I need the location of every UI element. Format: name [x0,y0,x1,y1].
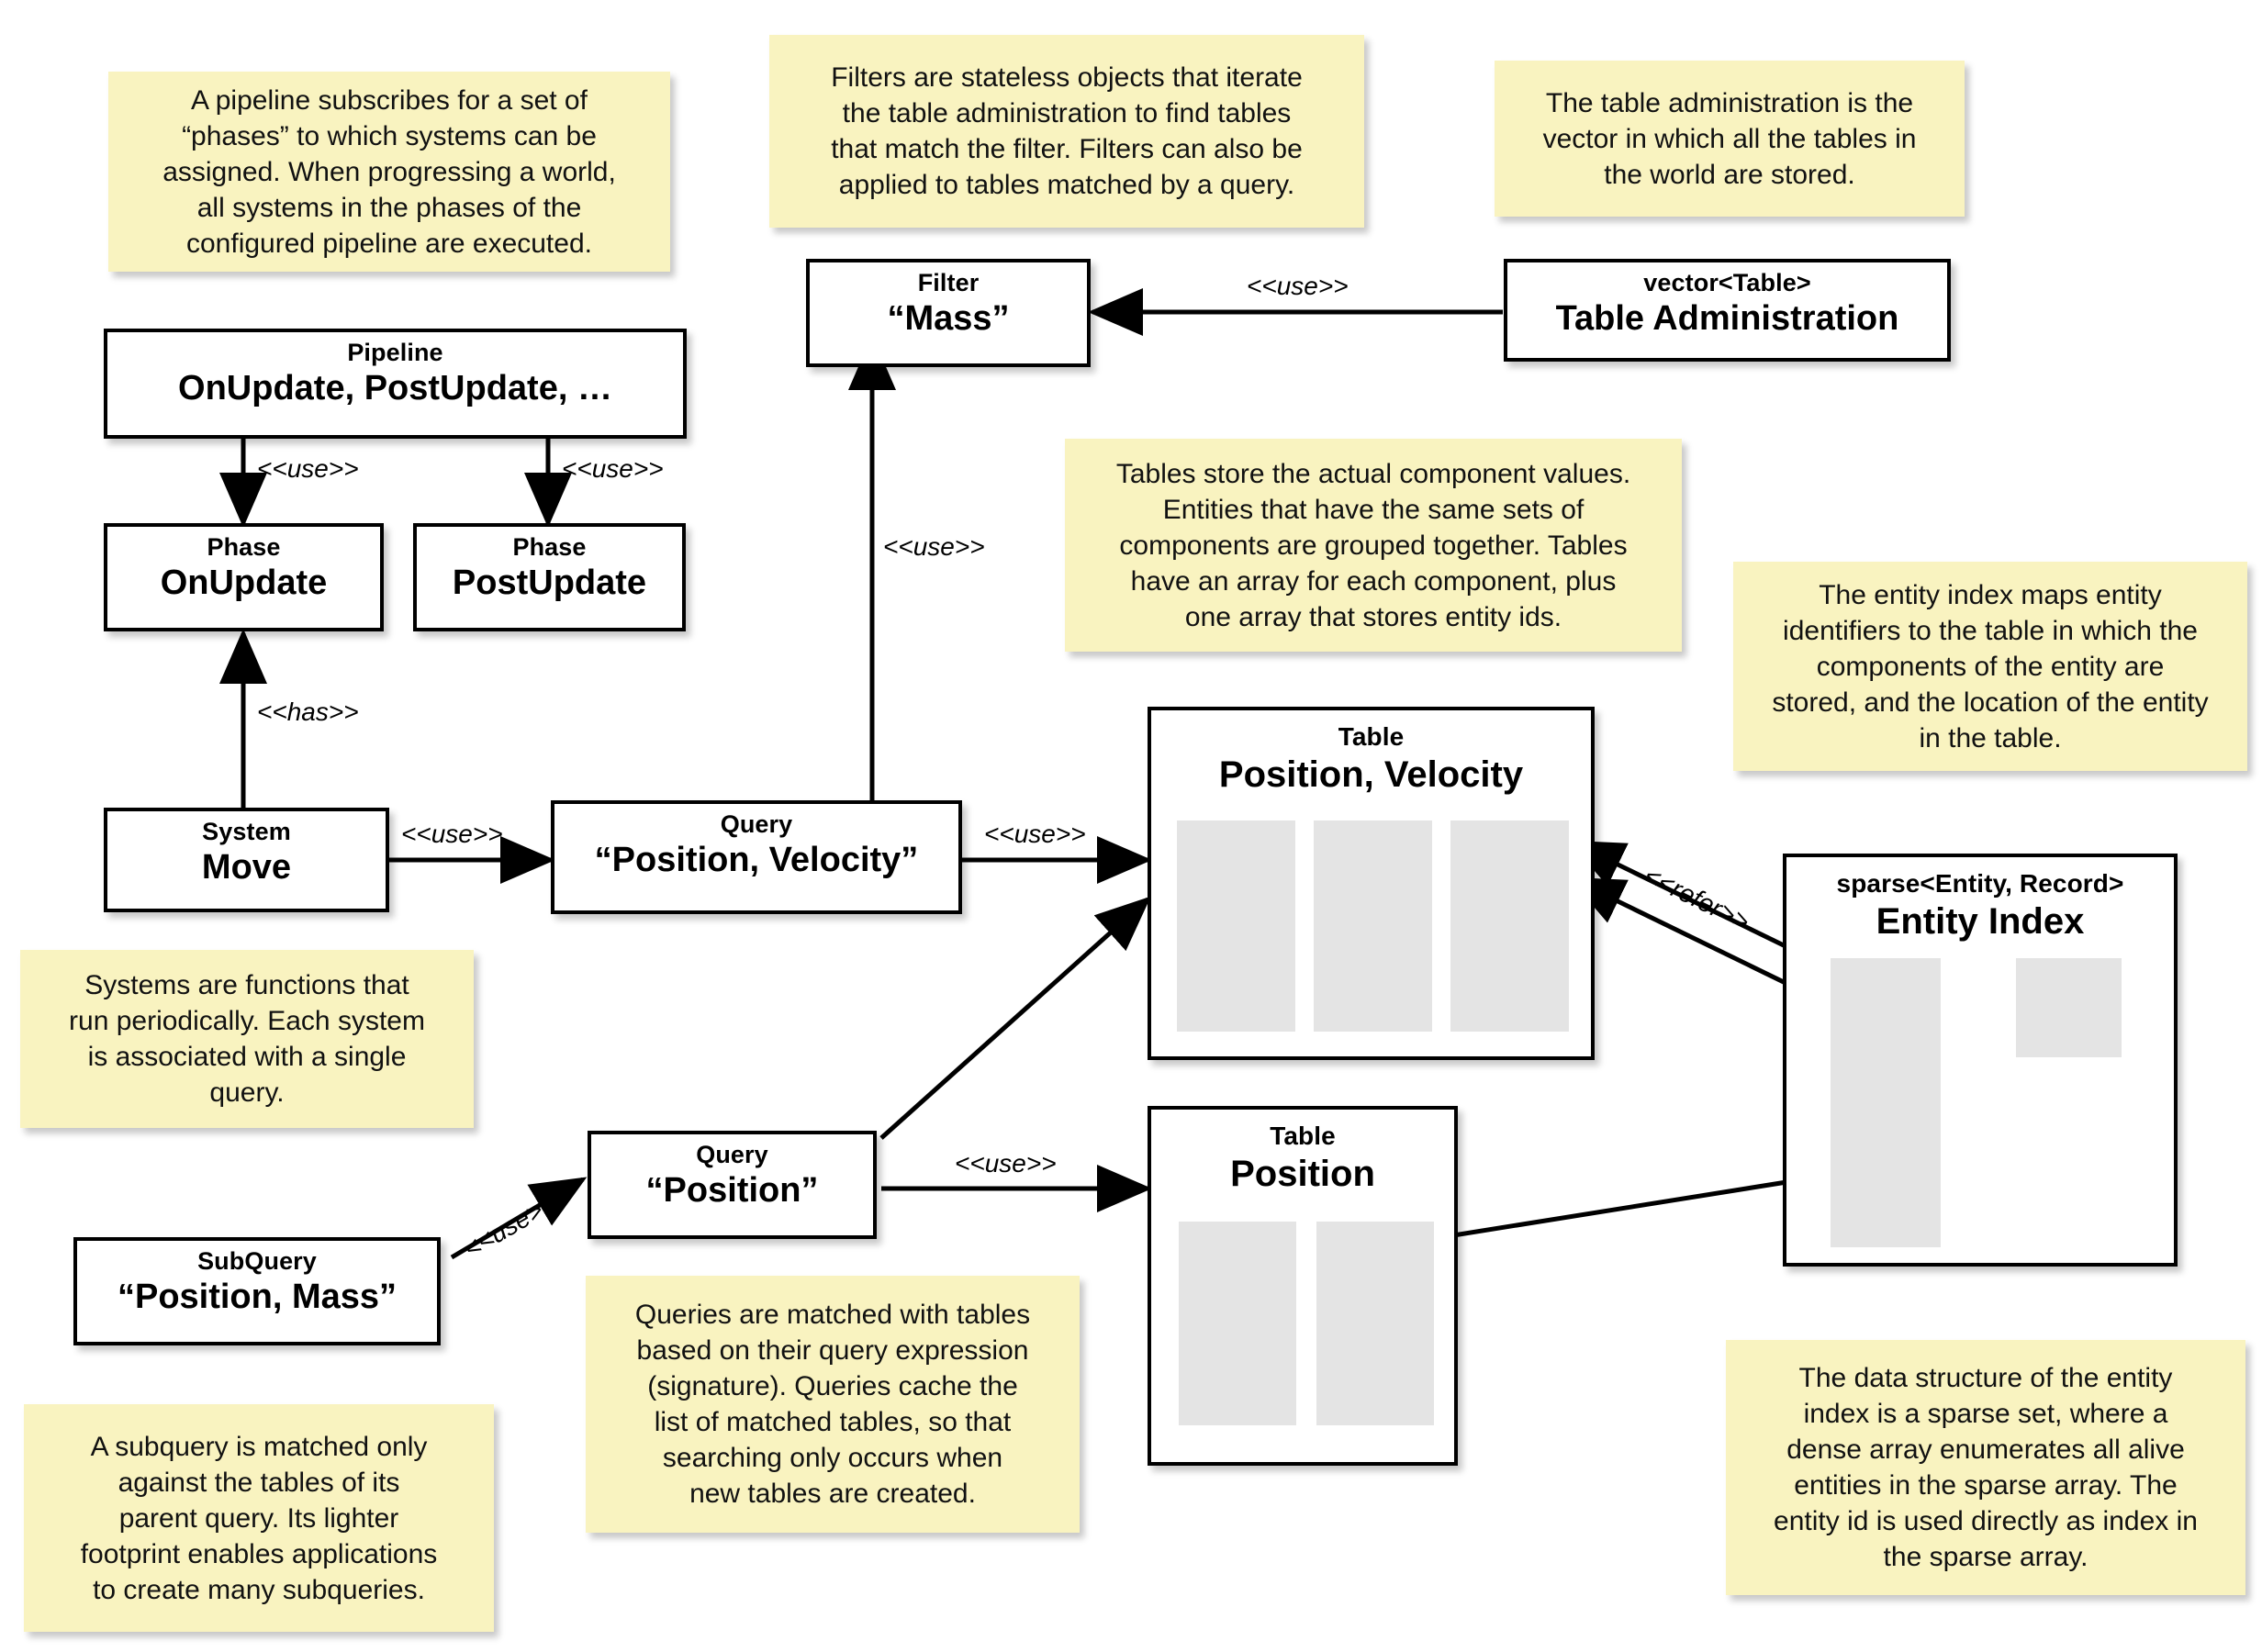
box-phase-postupdate-name: PostUpdate [452,563,647,602]
box-phase-postupdate-stereotype: Phase [512,533,587,561]
box-filter-stereotype: Filter [917,269,980,296]
label-pipeline-onupdate: <<use>> [257,454,359,483]
note-sparse-set: The data structure of the entity index i… [1726,1340,2245,1595]
label-admin-filter: <<use>> [1247,272,1349,300]
table-pv-column-2 [1314,820,1432,1032]
box-subquery[interactable]: SubQuery “Position, Mass” [73,1237,441,1345]
box-pipeline[interactable]: Pipeline OnUpdate, PostUpdate, … [104,329,687,439]
label-system-query: <<use>> [401,820,503,848]
box-table-position[interactable]: Table Position [1148,1106,1458,1466]
label-system-phase: <<has>> [257,698,359,726]
box-query-pv-name: “Position, Velocity” [594,840,919,879]
box-system-name: Move [201,847,292,887]
box-query-p-stereotype: Query [696,1141,768,1168]
table-p-columns [1179,1222,1434,1425]
table-pv-columns [1177,820,1569,1032]
note-tables: Tables store the actual component values… [1065,439,1682,652]
box-query-position-velocity[interactable]: Query “Position, Velocity” [551,800,962,914]
table-pv-column-3 [1450,820,1569,1032]
table-p-column-1 [1179,1222,1296,1425]
box-tableadmin-stereotype: vector<Table> [1643,269,1811,296]
table-pv-column-1 [1177,820,1295,1032]
label-pipeline-postupdate: <<use>> [562,454,664,483]
box-phase-onupdate[interactable]: Phase OnUpdate [104,523,384,631]
note-filter: Filters are stateless objects that itera… [769,35,1364,228]
note-table-administration: The table administration is the vector i… [1495,61,1965,217]
box-filter-mass[interactable]: Filter “Mass” [806,259,1091,367]
label-queryp-table: <<use>> [955,1149,1057,1178]
box-table-pv-stereotype: Table [1338,722,1405,751]
box-query-p-name: “Position” [645,1170,819,1210]
box-entityindex-name: Entity Index [1876,900,2085,942]
note-systems: Systems are functions that run periodica… [20,950,474,1128]
label-query-filter: <<use>> [883,532,985,561]
box-table-p-stereotype: Table [1270,1122,1336,1150]
box-system-move[interactable]: System Move [104,808,389,912]
box-phase-onupdate-name: OnUpdate [160,563,328,602]
entity-index-sparse-array [1831,958,1941,1247]
note-entity-index: The entity index maps entity identifiers… [1733,562,2247,771]
box-entity-index[interactable]: sparse<Entity, Record> Entity Index [1783,854,2178,1267]
table-p-column-2 [1316,1222,1434,1425]
box-subquery-name: “Position, Mass” [117,1277,398,1316]
box-pipeline-name: OnUpdate, PostUpdate, … [178,368,612,407]
box-subquery-stereotype: SubQuery [197,1247,317,1275]
box-table-pv-name: Position, Velocity [1218,753,1524,795]
box-phase-postupdate[interactable]: Phase PostUpdate [413,523,686,631]
box-query-pv-stereotype: Query [720,810,793,838]
label-index-refer: <<refer>> [1640,861,1754,936]
box-table-p-name: Position [1230,1153,1375,1194]
label-subquery-query: <<use>> [459,1188,562,1264]
box-system-stereotype: System [202,818,291,845]
note-subquery: A subquery is matched only against the t… [24,1404,494,1632]
label-query-table: <<use>> [984,820,1086,848]
note-queries: Queries are matched with tables based on… [586,1276,1080,1533]
note-pipeline: A pipeline subscribes for a set of “phas… [108,72,670,272]
box-table-position-velocity[interactable]: Table Position, Velocity [1148,707,1595,1060]
box-query-position[interactable]: Query “Position” [588,1131,877,1239]
box-filter-name: “Mass” [887,298,1010,338]
box-tableadmin-name: Table Administration [1555,298,1899,338]
edge-index-tablep [1397,1177,1805,1259]
box-entityindex-stereotype: sparse<Entity, Record> [1836,869,2124,898]
box-pipeline-stereotype: Pipeline [347,339,443,366]
box-table-administration[interactable]: vector<Table> Table Administration [1504,259,1951,362]
entity-index-dense-array [2016,958,2122,1057]
edge-queryp-tablepv [879,896,1151,1140]
box-phase-onupdate-stereotype: Phase [207,533,281,561]
